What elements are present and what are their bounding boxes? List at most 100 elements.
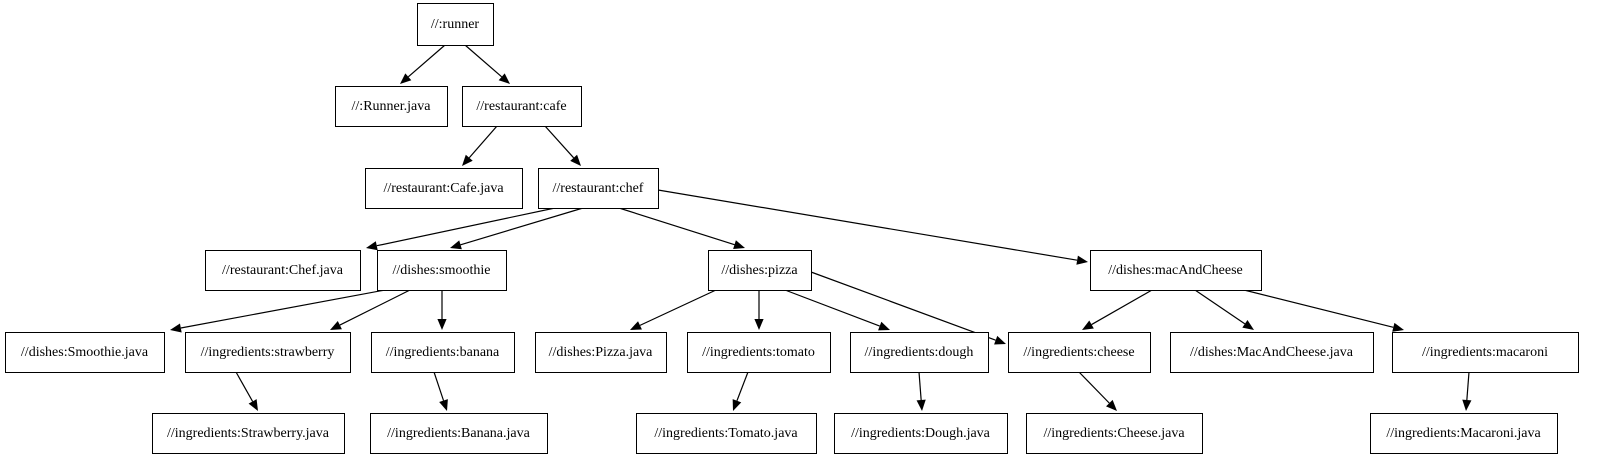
arrowhead-icon xyxy=(170,323,182,333)
node-label: //ingredients:Dough.java xyxy=(851,426,991,441)
edge-line xyxy=(407,44,446,78)
node-box[interactable] xyxy=(1090,250,1262,291)
node-label: //ingredients:Tomato.java xyxy=(654,426,798,441)
edge-line xyxy=(918,371,922,401)
node-label: //restaurant:cafe xyxy=(476,99,566,114)
arrowhead-icon xyxy=(400,73,412,84)
node-box[interactable] xyxy=(205,250,361,291)
edge-line xyxy=(1194,289,1246,325)
node-box[interactable] xyxy=(1008,332,1151,373)
graph-edge xyxy=(630,289,717,330)
graph-node-restaurant_cafejava[interactable]: //restaurant:Cafe.java xyxy=(365,168,523,209)
graph-node-ing_cheese[interactable]: //ingredients:cheese xyxy=(1008,332,1151,373)
graph-node-restaurant_cafe[interactable]: //restaurant:cafe xyxy=(462,86,582,127)
graph-node-ing_banana[interactable]: //ingredients:banana xyxy=(371,332,515,373)
graph-node-dishes_pizza[interactable]: //dishes:pizza xyxy=(708,250,812,291)
arrowhead-icon xyxy=(878,321,890,331)
graph-node-runner[interactable]: //:runner xyxy=(417,3,494,46)
node-box[interactable] xyxy=(1026,413,1203,454)
node-box[interactable] xyxy=(377,250,507,291)
nodes-layer: //:runner //:Runner.java //restaurant:cafe… xyxy=(5,3,1579,454)
edge-line xyxy=(468,125,498,159)
node-label: //dishes:MacAndCheese.java xyxy=(1190,345,1354,360)
arrowhead-icon xyxy=(994,335,1006,345)
edge-line xyxy=(180,289,386,329)
node-label: //restaurant:Chef.java xyxy=(222,263,344,278)
node-box[interactable] xyxy=(1370,413,1558,454)
edge-line xyxy=(235,371,254,402)
graph-node-dishes_macandcheese[interactable]: //dishes:macAndCheese xyxy=(1090,250,1262,291)
node-box[interactable] xyxy=(370,413,548,454)
edge-line xyxy=(810,271,996,341)
graph-node-restaurant_chef[interactable]: //restaurant:chef xyxy=(538,168,659,209)
graph-node-ing_tomato[interactable]: //ingredients:tomato xyxy=(687,332,831,373)
edge-line xyxy=(376,207,556,247)
node-box[interactable] xyxy=(335,86,448,127)
graph-node-dishes_macjava[interactable]: //dishes:MacAndCheese.java xyxy=(1170,332,1374,373)
graph-node-ing_strawberry[interactable]: //ingredients:strawberry xyxy=(185,332,351,373)
edge-line xyxy=(784,289,880,327)
graph-node-ing_macaroni[interactable]: //ingredients:macaroni xyxy=(1392,332,1579,373)
node-box[interactable] xyxy=(371,332,515,373)
graph-edge xyxy=(618,207,745,250)
arrowhead-icon xyxy=(1106,399,1117,411)
node-box[interactable] xyxy=(152,413,345,454)
arrowhead-icon xyxy=(733,240,745,250)
node-box[interactable] xyxy=(185,332,351,373)
node-label: //:Runner.java xyxy=(352,99,432,114)
arrowhead-icon xyxy=(570,154,581,166)
node-box[interactable] xyxy=(417,3,494,46)
arrowhead-icon xyxy=(498,73,510,84)
arrowhead-icon xyxy=(630,321,642,330)
node-box[interactable] xyxy=(834,413,1008,454)
node-box[interactable] xyxy=(535,332,667,373)
arrowhead-icon xyxy=(1392,322,1404,332)
node-box[interactable] xyxy=(1392,332,1579,373)
node-box[interactable] xyxy=(462,86,582,127)
graph-edge xyxy=(170,289,386,333)
edge-line xyxy=(639,289,717,326)
edge-line xyxy=(657,189,1078,261)
edge-line xyxy=(544,125,575,159)
node-label: //ingredients:tomato xyxy=(702,345,815,360)
node-box[interactable] xyxy=(636,413,817,454)
graph-node-dishes_smoothie[interactable]: //dishes:smoothie xyxy=(377,250,507,291)
graph-edge xyxy=(1243,289,1404,332)
graph-node-dishes_smoothiejava[interactable]: //dishes:Smoothie.java xyxy=(5,332,165,373)
node-label: //dishes:Pizza.java xyxy=(549,345,654,360)
node-box[interactable] xyxy=(708,250,812,291)
node-label: //dishes:smoothie xyxy=(393,263,491,278)
node-box[interactable] xyxy=(365,168,523,209)
graph-node-ing_tomatojava[interactable]: //ingredients:Tomato.java xyxy=(636,413,817,454)
edge-line xyxy=(433,371,445,401)
edge-line xyxy=(1078,371,1110,404)
node-box[interactable] xyxy=(1170,332,1374,373)
graph-node-ing_doughjava[interactable]: //ingredients:Dough.java xyxy=(834,413,1008,454)
arrowhead-icon xyxy=(366,241,378,251)
node-box[interactable] xyxy=(5,332,165,373)
node-label: //restaurant:Cafe.java xyxy=(383,181,504,196)
edge-line xyxy=(339,289,411,326)
node-label: //:runner xyxy=(431,17,480,32)
node-label: //ingredients:macaroni xyxy=(1422,345,1548,360)
node-label: //dishes:macAndCheese xyxy=(1108,263,1243,278)
graph-node-runner_java[interactable]: //:Runner.java xyxy=(335,86,448,127)
graph-node-ing_macaronijava[interactable]: //ingredients:Macaroni.java xyxy=(1370,413,1558,454)
graph-node-ing_dough[interactable]: //ingredients:dough xyxy=(850,332,989,373)
graph-node-ing_cheesejava[interactable]: //ingredients:Cheese.java xyxy=(1026,413,1203,454)
graph-edge xyxy=(1194,289,1254,330)
node-box[interactable] xyxy=(687,332,831,373)
node-label: //ingredients:Strawberry.java xyxy=(167,426,330,441)
graph-node-ing_strawberryjava[interactable]: //ingredients:Strawberry.java xyxy=(152,413,345,454)
graph-edge xyxy=(1462,371,1472,411)
graph-edge xyxy=(400,44,446,84)
graph-edge xyxy=(437,290,447,330)
arrowhead-icon xyxy=(1082,320,1094,330)
node-box[interactable] xyxy=(538,168,659,209)
edge-line xyxy=(618,207,735,246)
graph-edge xyxy=(657,189,1088,265)
graph-node-ing_bananajava[interactable]: //ingredients:Banana.java xyxy=(370,413,548,454)
graph-node-restaurant_chefjava[interactable]: //restaurant:Chef.java xyxy=(205,250,361,291)
graph-node-dishes_pizzajava[interactable]: //dishes:Pizza.java xyxy=(535,332,667,373)
node-box[interactable] xyxy=(850,332,989,373)
